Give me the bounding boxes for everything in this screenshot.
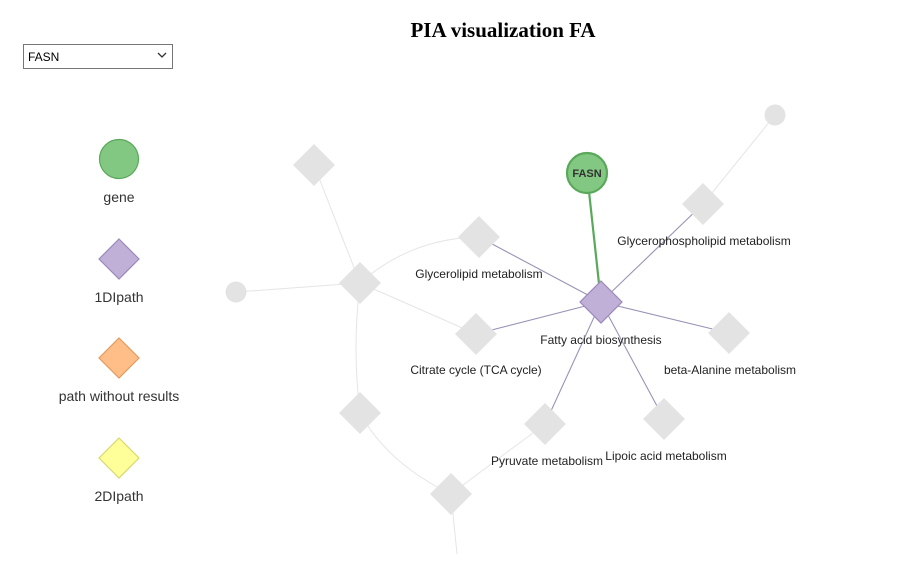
graph-link-fab-glpl: [600, 203, 704, 303]
graph-node-label-gl: Glycerolipid metabolism: [415, 267, 542, 281]
graph-link-u4-pyr: [450, 423, 546, 495]
graph-link-fab-bala: [600, 301, 730, 334]
graph-node-bala[interactable]: [708, 312, 750, 354]
graph-node-pyr[interactable]: [524, 403, 566, 445]
graph-node-lip[interactable]: [643, 398, 685, 440]
page-title: PIA visualization FA: [410, 18, 596, 42]
legend-label: gene: [103, 189, 135, 205]
graph-node-u4[interactable]: [430, 473, 472, 515]
labels-layer: FASN Fatty acid biosynthesis Glycerophosph…: [410, 168, 796, 468]
graph-node-fasn[interactable]: [565, 151, 609, 195]
legend-label: 1DIpath: [94, 289, 144, 305]
graph-node-label-fab: Fatty acid biosynthesis: [540, 333, 661, 347]
graph-node-c1[interactable]: [764, 104, 786, 126]
legend-item-path-without-results: path without results: [44, 336, 194, 404]
graph-node-glpl[interactable]: [682, 183, 724, 225]
legend: gene 1DIpath path without results 2DIpat…: [0, 0, 240, 582]
graph-node-label-tca: Citrate cycle (TCA cycle): [410, 363, 541, 377]
graph-link-fasn-fab: [585, 172, 603, 303]
graph-node-u1[interactable]: [293, 144, 335, 186]
1dipath-diamond-icon: [98, 238, 140, 280]
graph-link-fab-gl: [478, 236, 602, 303]
graph-node-label-lip: Lipoic acid metabolism: [605, 449, 726, 463]
legend-label: path without results: [58, 388, 180, 404]
noresult-diamond-icon: [98, 337, 140, 379]
graph-node-fab[interactable]: [579, 280, 623, 324]
graph-node-c2[interactable]: [225, 281, 247, 303]
graph-link-u2-u1: [313, 164, 361, 284]
gene-selector-wrap: FASN: [23, 44, 173, 69]
legend-item-gene: gene: [44, 137, 194, 205]
graph-node-tca[interactable]: [455, 313, 497, 355]
graph-node-label-pyr: Pyruvate metabolism: [491, 454, 603, 468]
gene-circle-icon: [98, 138, 140, 180]
legend-item-2dipath: 2DIpath: [44, 436, 194, 504]
graph-node-gl[interactable]: [458, 216, 500, 258]
graph-node-label-glpl: Glycerophospholipid metabolism: [617, 234, 790, 248]
graph-link-u2-c2: [235, 282, 361, 293]
graph-link-glpl-c1: [702, 114, 776, 205]
graph-link-fab-lip: [600, 301, 665, 420]
legend-label: 2DIpath: [94, 488, 144, 504]
graph-node-label-fasn: FASN: [572, 168, 601, 180]
graph-link-u3-u4: [359, 412, 452, 495]
graph-node-u2[interactable]: [339, 262, 381, 304]
gene-selector[interactable]: FASN: [23, 44, 173, 69]
graph-link-u2-tca: [359, 282, 477, 335]
graph-node-u3[interactable]: [339, 392, 381, 434]
legend-item-1dipath: 1DIpath: [44, 237, 194, 305]
graph-link-fab-pyr: [544, 301, 602, 425]
graph-link-fab-tca: [475, 301, 602, 335]
graph-node-label-bala: beta-Alanine metabolism: [664, 363, 796, 377]
nodes-layer: [225, 104, 786, 515]
2dipath-diamond-icon: [98, 437, 140, 479]
